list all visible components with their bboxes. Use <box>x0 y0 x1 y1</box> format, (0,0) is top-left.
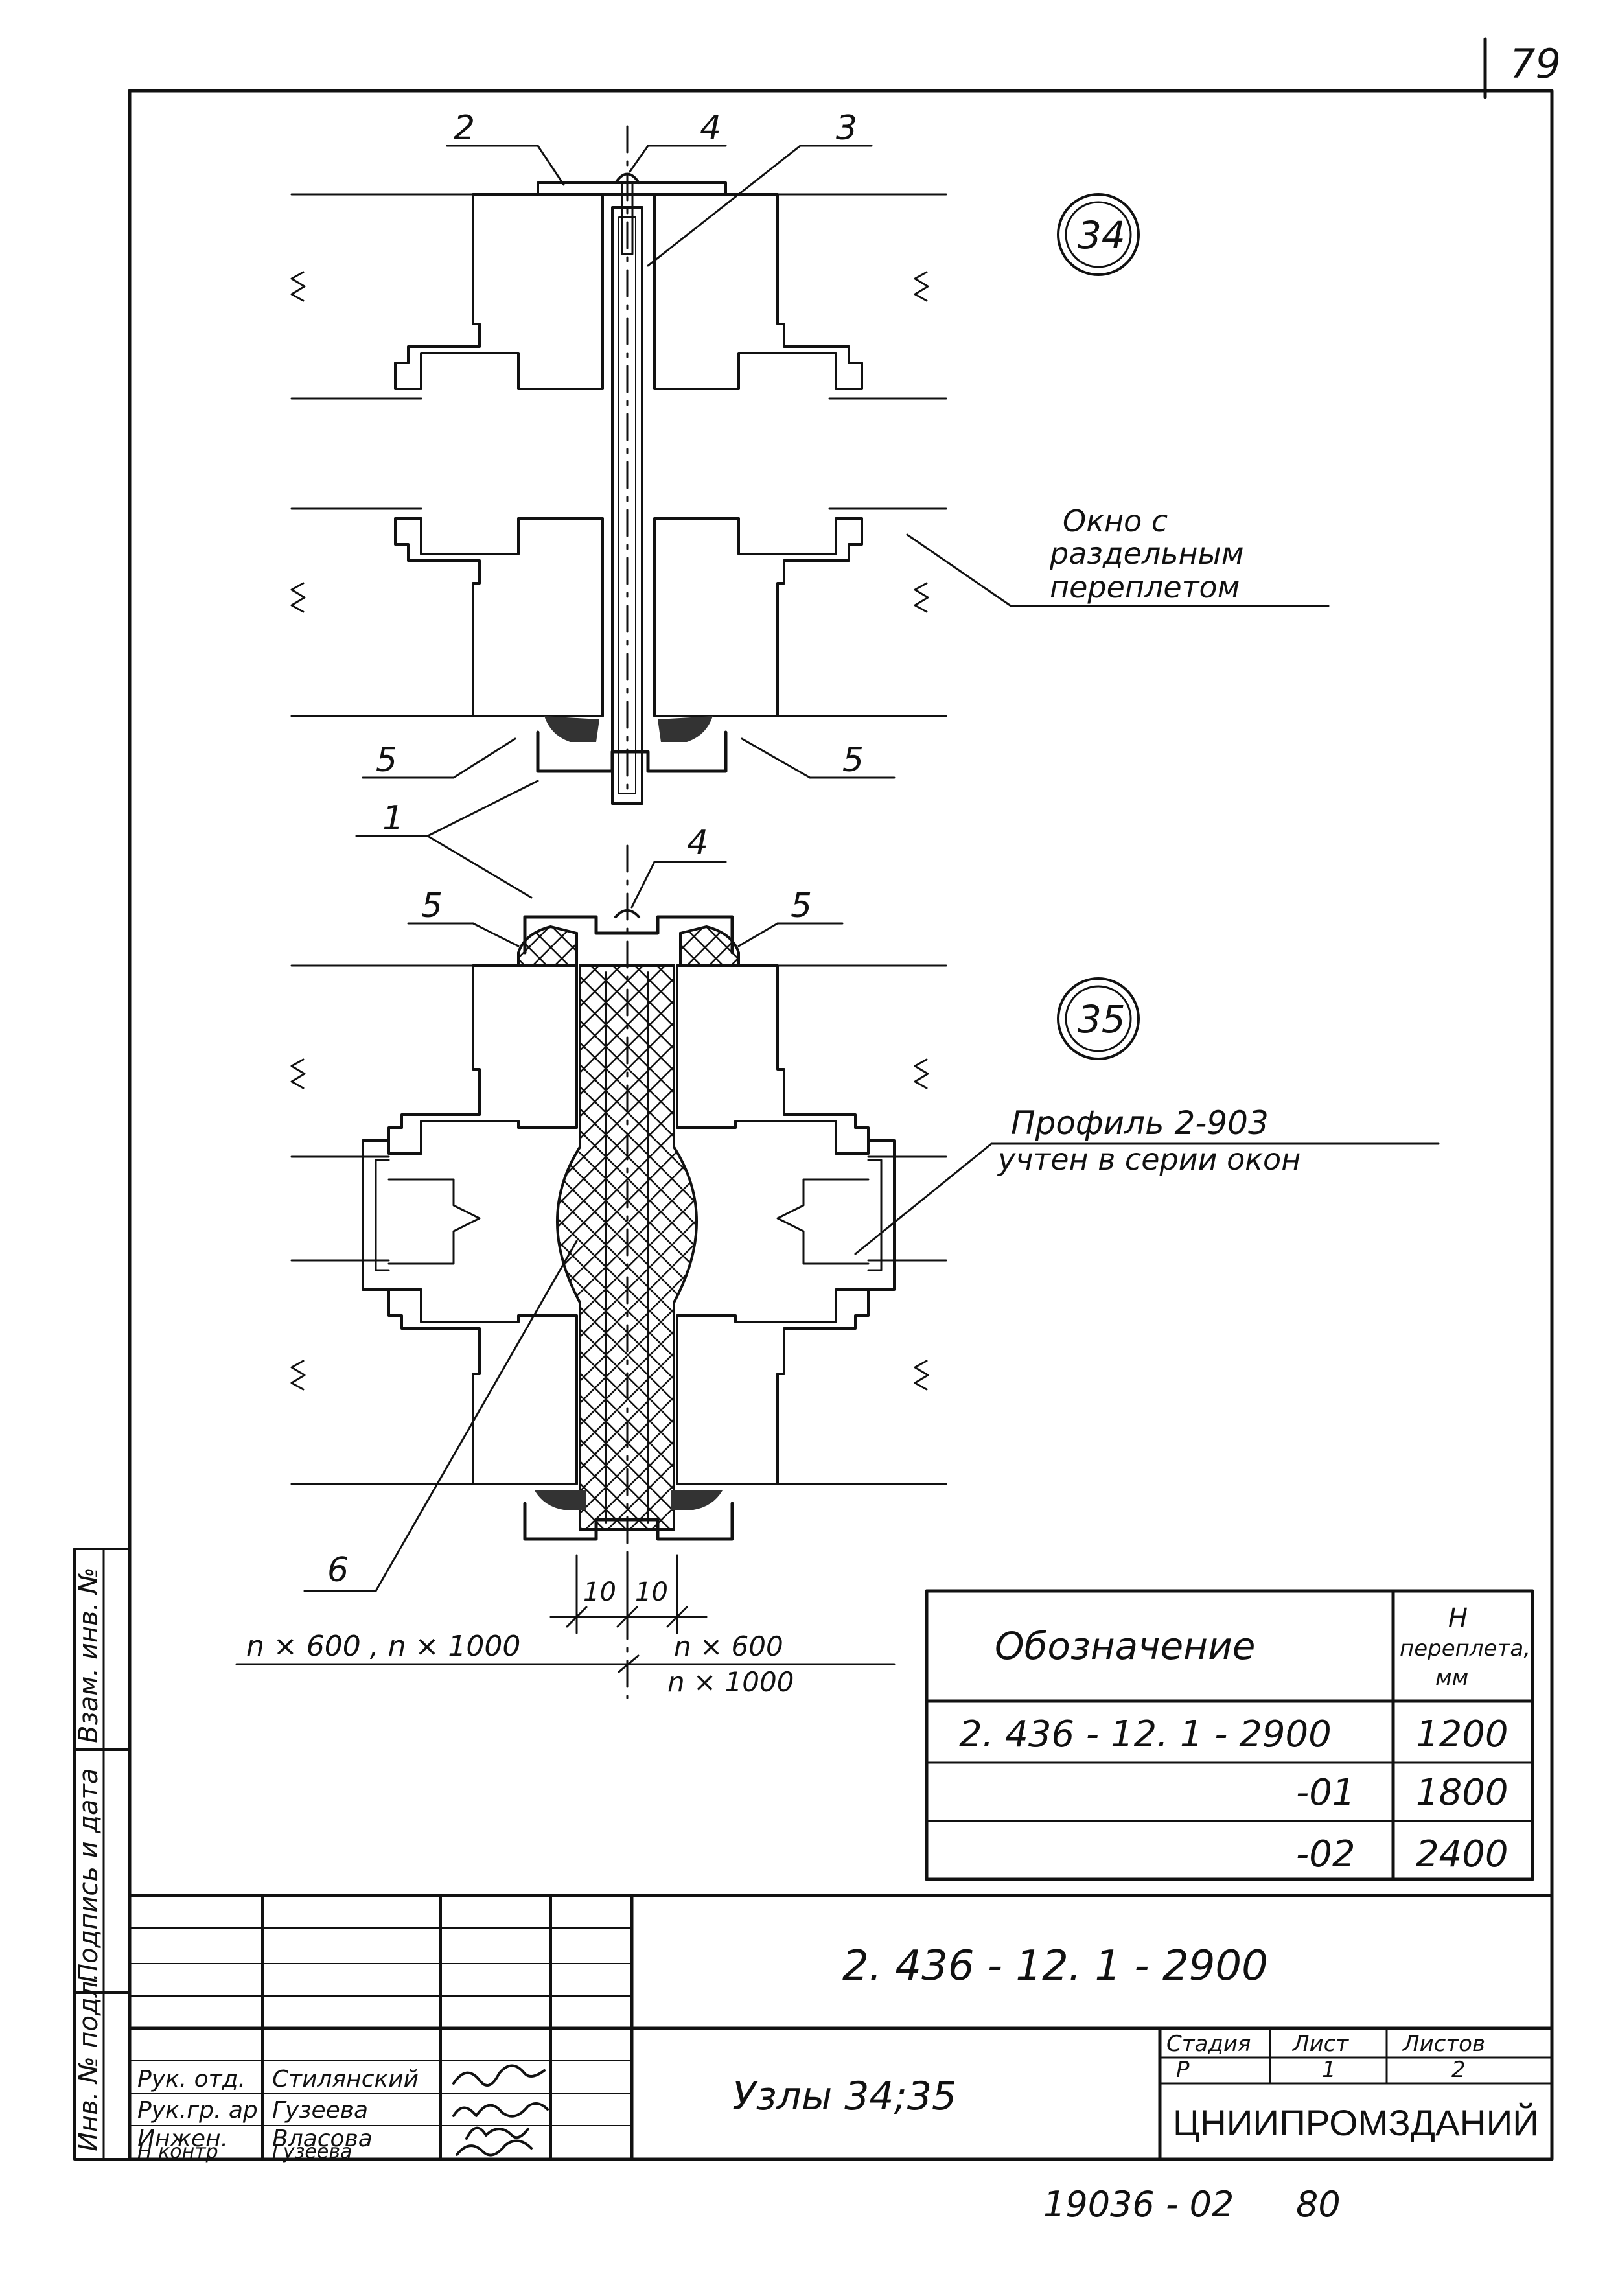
node-34-note: Окно с раздельным переплетом <box>906 504 1330 607</box>
spec-row3-h: 2400 <box>1416 1833 1509 1875</box>
title-block: 2. 436 - 12. 1 - 2900 Узлы 34;35 Стадия … <box>128 1894 1554 2163</box>
signature-2 <box>452 2102 549 2118</box>
name-group: Гузеева <box>272 2097 368 2124</box>
stamp-replace: Взам. инв. № <box>74 1567 104 1743</box>
node-35-number: 35 <box>1078 997 1126 1041</box>
callout-4-top: 4 <box>700 109 721 148</box>
note-35-line2: учтен в серии окон <box>997 1142 1301 1177</box>
callout-6: 6 <box>327 1551 349 1590</box>
node-34-number: 34 <box>1078 213 1126 257</box>
document-code: 2. 436 - 12. 1 - 2900 <box>842 1942 1268 1990</box>
spec-header-h: H <box>1448 1603 1468 1633</box>
name-control: Гузеева <box>272 2140 352 2163</box>
sheet-value: 1 <box>1322 2057 1336 2083</box>
spec-header-designation: Обозначение <box>995 1624 1255 1668</box>
spec-row2-h: 1800 <box>1416 1772 1509 1814</box>
callout-1: 1 <box>382 799 404 838</box>
stage-value: Р <box>1176 2057 1190 2083</box>
note-34-line3: переплетом <box>1050 570 1240 605</box>
node-35-marker: 35 <box>1057 977 1140 1060</box>
callout-2: 2 <box>454 109 475 148</box>
callout-4-bottom: 4 <box>687 824 708 863</box>
note-34-line1: Окно с <box>1063 504 1168 539</box>
sheet-frame <box>128 89 1554 2161</box>
callout-5-right: 5 <box>842 741 864 780</box>
signature-1 <box>452 2064 546 2087</box>
spec-header-h-unit: мм <box>1435 1665 1468 1691</box>
drawing-title: Узлы 34;35 <box>732 2074 956 2119</box>
stamp-inventory: Инв. № подл. <box>74 1973 104 2151</box>
stage-label: Стадия <box>1166 2031 1251 2057</box>
role-group: Рук.гр. ар <box>137 2097 258 2124</box>
node-34-callouts: 2 4 3 5 5 1 <box>355 109 896 899</box>
role-engineer: Инжен. <box>137 2126 228 2152</box>
note-35-line1: Профиль 2-903 <box>1011 1104 1269 1142</box>
role-control: Н контр <box>137 2140 218 2163</box>
callout-5-bottom-right: 5 <box>791 887 812 925</box>
stamp-signature: Подпись и дата <box>74 1768 104 1983</box>
sheets-value: 2 <box>1451 2057 1466 2083</box>
spec-header-h-frame: переплета, <box>1400 1636 1531 1662</box>
callout-5-left: 5 <box>376 741 397 780</box>
node-35-drawing <box>290 844 947 1699</box>
sheet-label: Лист <box>1291 2031 1349 2057</box>
spec-table: Обозначение H переплета, мм 2. 436 - 12.… <box>925 1589 1534 1881</box>
signature-3 <box>465 2126 529 2140</box>
width-right-top: n × 600 <box>674 1630 783 1662</box>
node-35-callouts: 4 5 5 6 <box>303 824 844 1592</box>
node-34-marker: 34 <box>1057 193 1140 276</box>
page-number: 79 <box>1510 40 1561 87</box>
dim-10-left: 10 <box>583 1577 616 1607</box>
role-head: Рук. отд. <box>137 2066 246 2093</box>
node-34-drawing <box>290 125 947 805</box>
signature-4 <box>456 2139 533 2157</box>
name-engineer: Власова <box>272 2126 373 2152</box>
name-head: Стилянский <box>272 2066 419 2093</box>
organization-name: ЦНИИПРОМЗДАНИЙ <box>1173 2102 1539 2143</box>
sheets-label: Листов <box>1402 2031 1485 2057</box>
note-34-line2: раздельным <box>1049 536 1244 571</box>
bottom-number: 80 <box>1296 2184 1341 2225</box>
spec-row1-designation: 2. 436 - 12. 1 - 2900 <box>959 1713 1332 1756</box>
dim-10-right: 10 <box>635 1577 668 1607</box>
callout-3: 3 <box>836 109 857 148</box>
spec-row3-designation: -02 <box>1296 1833 1355 1875</box>
width-right-bottom: n × 1000 <box>667 1666 794 1698</box>
node-35-note: Профиль 2-903 учтен в серии окон <box>854 1104 1440 1255</box>
spec-row1-h: 1200 <box>1416 1713 1509 1756</box>
width-left: n × 600 , n × 1000 <box>246 1630 520 1663</box>
callout-5-bottom-left: 5 <box>421 887 443 925</box>
side-stamp: Инв. № подл. Подпись и дата Взам. инв. № <box>73 1548 131 2161</box>
bottom-code: 19036 - 02 <box>1043 2184 1234 2225</box>
spec-row2-designation: -01 <box>1296 1772 1355 1814</box>
dimensions: 10 10 n × 600 , n × 1000 n × 600 n × 100… <box>235 1554 896 1698</box>
